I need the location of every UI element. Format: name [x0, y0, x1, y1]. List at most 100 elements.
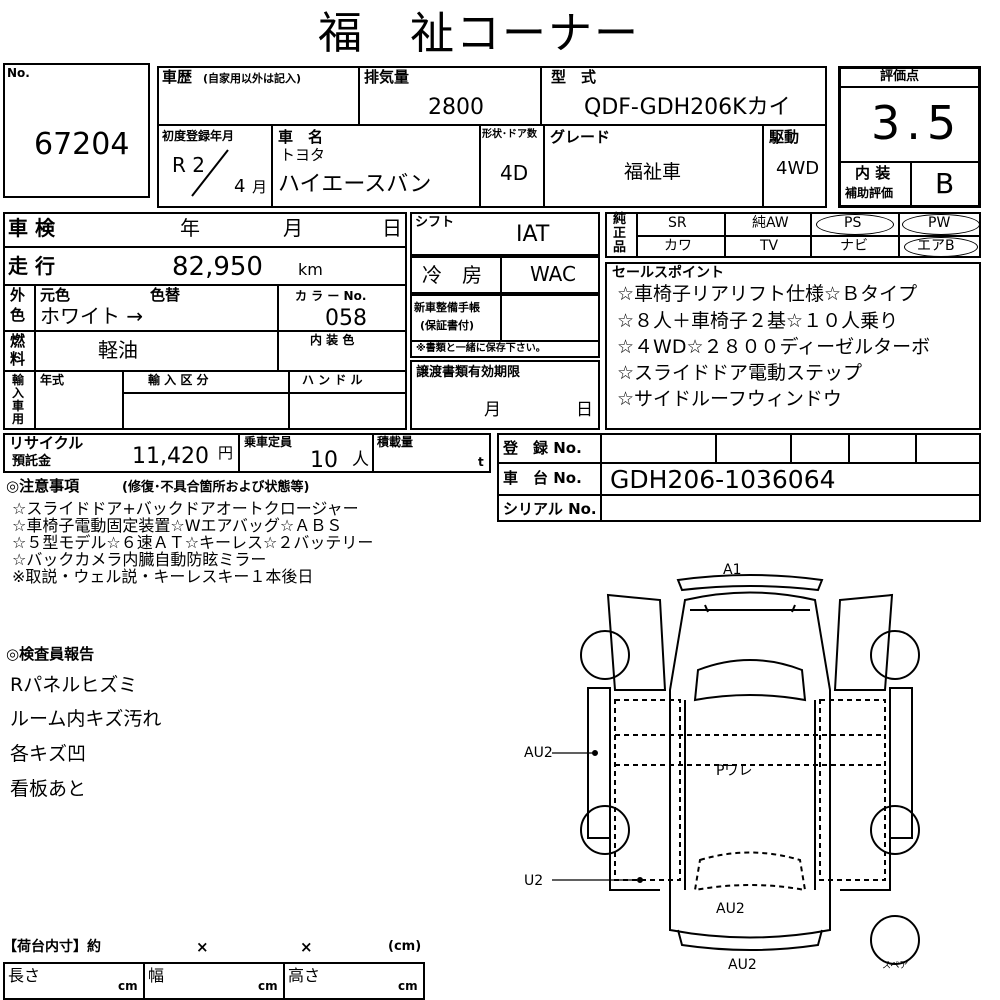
mark-au2-bottom: AU2 [728, 957, 757, 973]
mark-a1: A1 [723, 562, 742, 578]
capacity-value: 10 [310, 448, 338, 473]
lot-number-box [3, 63, 150, 198]
mark-spare: スペア [882, 961, 909, 971]
color-side-2: 色 [10, 306, 26, 324]
import-year-label: 年式 [40, 373, 65, 387]
first-reg-label: 初度登録年月 [162, 129, 235, 143]
vehicle-damage-diagram [552, 574, 920, 965]
first-reg-month-unit: 月 [252, 178, 268, 196]
equip-ps-circle [816, 214, 894, 235]
import-side-3: 車 [12, 399, 25, 413]
mileage-value: 82,950 [172, 252, 263, 282]
sales-line: ☆４WD☆２８００ディーゼルターボ [617, 336, 931, 358]
chassis-value: GDH206-1036064 [610, 465, 836, 494]
model-label: 型 式 [551, 68, 597, 86]
inspection-label: 車 検 [8, 216, 55, 240]
inspection-day: 日 [382, 216, 402, 240]
color-code: 058 [325, 306, 367, 331]
inspection-month: 月 [283, 216, 303, 240]
grade-value: 福祉車 [624, 161, 682, 183]
color-side-1: 外 [10, 286, 26, 304]
sales-label: セールスポイント [612, 265, 724, 281]
vehicle-detail-grid [3, 212, 407, 430]
lot-number: 67204 [34, 127, 130, 162]
recycle-unit: 円 [218, 444, 234, 462]
mark-u2: U2 [524, 873, 544, 889]
first-reg-era: R 2 [172, 153, 205, 177]
equip-airbag: エアB [917, 238, 955, 254]
serial-label: シリアル No. [503, 500, 597, 518]
notes-line: ※取説・ウェル説・キーレスキー１本後日 [12, 567, 314, 586]
history-sub: (自家用以外は記入) [203, 72, 302, 85]
interior-label: 内 装 [855, 164, 891, 182]
engine-value: 2800 [428, 95, 484, 120]
capacity-unit: 人 [352, 450, 369, 470]
interior-label-2: 補助評価 [845, 186, 894, 200]
equip-pw: PW [928, 215, 951, 231]
cargo-width: 幅 [148, 966, 165, 985]
lot-label: No. [7, 66, 30, 80]
inspection-year: 年 [180, 216, 200, 240]
equip-leather: カワ [664, 238, 692, 254]
mark-au2-rear: AU2 [716, 901, 745, 917]
import-class-label: 輸 入 区 分 [148, 373, 209, 387]
doors-value: 4D [500, 161, 529, 185]
ac-box [410, 256, 600, 294]
inspector-line: ルーム内キズ汚れ [10, 708, 162, 730]
sales-line: ☆サイドルーフウィンドウ [617, 388, 842, 410]
shift-value: IAT [516, 222, 550, 247]
warranty-label-1: 新車整備手帳 [414, 301, 480, 314]
inspector-line: 看板あと [10, 778, 87, 800]
warranty-note: ※書類と一緒に保存下さい。 [416, 343, 546, 354]
history-label: 車歴 [162, 68, 193, 86]
recycle-label-2: 預託金 [12, 454, 52, 469]
sales-line: ☆スライドドア電動ステップ [617, 362, 863, 384]
cargo-cm: cm [118, 979, 138, 993]
registration-box [497, 433, 981, 522]
change-color-label: 色替 [150, 286, 181, 304]
chassis-label: 車 台 No. [503, 469, 582, 487]
load-label: 積載量 [377, 435, 414, 449]
load-unit: t [478, 455, 484, 469]
interior-color-label: 内 装 色 [310, 333, 355, 347]
equip-sr: SR [668, 215, 687, 231]
import-side-4: 用 [12, 412, 25, 426]
import-handle-label: ハ ン ド ル [302, 373, 363, 387]
equip-aw: 純AW [752, 215, 789, 231]
color-value: ホワイト → [40, 304, 144, 328]
fuel-side-1: 燃 [10, 332, 26, 350]
cargo-cm: cm [398, 979, 418, 993]
main-info-grid [157, 66, 827, 208]
equip-ps: PS [844, 215, 862, 231]
inspector-label: ◎検査員報告 [6, 645, 95, 663]
notes-label: ◎注意事項 [6, 477, 80, 495]
cargo-label: 【荷台内寸】約 [3, 939, 101, 955]
sales-line: ☆８人＋車椅子２基☆１０人乗り [617, 310, 899, 332]
fuel-value: 軽油 [98, 338, 138, 362]
transfer-month: 月 [484, 400, 501, 420]
mark-au2-left: AU2 [524, 745, 553, 761]
equip-side-3: 品 [613, 240, 627, 255]
model-value: QDF-GDH206Kカイ [584, 95, 791, 120]
import-side-1: 輸 [12, 373, 25, 387]
ac-label: 冷 房 [422, 263, 482, 287]
fuel-side-2: 料 [10, 350, 26, 368]
orig-color-label: 元色 [40, 286, 71, 304]
drive-label: 駆動 [769, 128, 800, 146]
cargo-x1: × [196, 938, 209, 956]
cargo-x2: × [300, 938, 313, 956]
inspector-line: 各キズ凹 [10, 743, 87, 765]
import-side-2: 入 [12, 386, 25, 400]
color-code-label: カ ラ ー No. [295, 289, 367, 303]
equip-side-1: 純 [613, 212, 627, 227]
cargo-length: 長さ [8, 966, 41, 985]
transfer-box [410, 360, 600, 430]
notes-sub: (修復･不具合箇所および状態等) [122, 480, 310, 495]
warranty-label-2: (保証書付) [420, 319, 475, 332]
score-box [838, 66, 981, 208]
transfer-day: 日 [576, 400, 593, 420]
cargo-cm: cm [258, 979, 278, 993]
car-maker: トヨタ [280, 146, 326, 164]
cargo-height: 高さ [288, 966, 321, 985]
sales-line: ☆車椅子リアリフト仕様☆Ｂタイプ [617, 283, 918, 305]
